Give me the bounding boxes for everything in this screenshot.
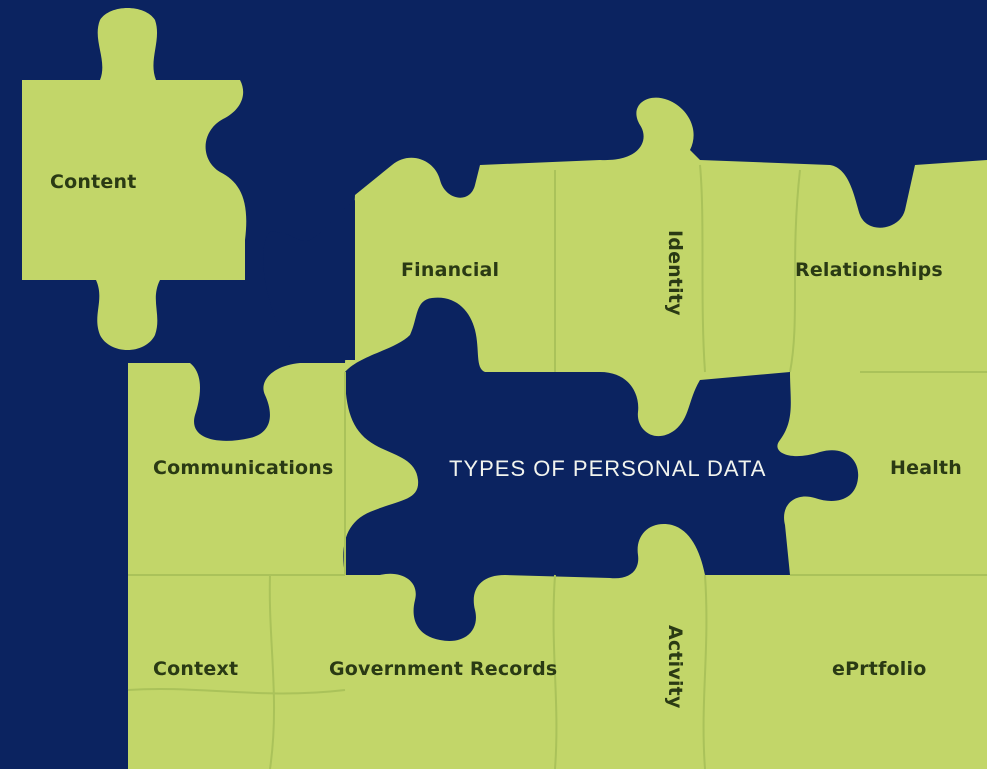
content-piece xyxy=(22,8,247,350)
notch xyxy=(263,200,355,360)
label-eportfolio: ePrtfolio xyxy=(832,658,927,680)
label-context: Context xyxy=(153,658,239,680)
label-government-records: Government Records xyxy=(329,658,558,680)
diagram-title: TYPES OF PERSONAL DATA xyxy=(449,456,767,481)
label-activity: Activity xyxy=(664,625,686,709)
center-hole xyxy=(343,297,859,641)
label-identity: Identity xyxy=(664,230,686,316)
piece-seams xyxy=(127,164,987,769)
label-health: Health xyxy=(890,457,962,479)
label-content: Content xyxy=(50,171,137,193)
label-communications: Communications xyxy=(153,457,334,479)
label-financial: Financial xyxy=(401,259,500,281)
label-relationships: Relationships xyxy=(795,259,943,281)
